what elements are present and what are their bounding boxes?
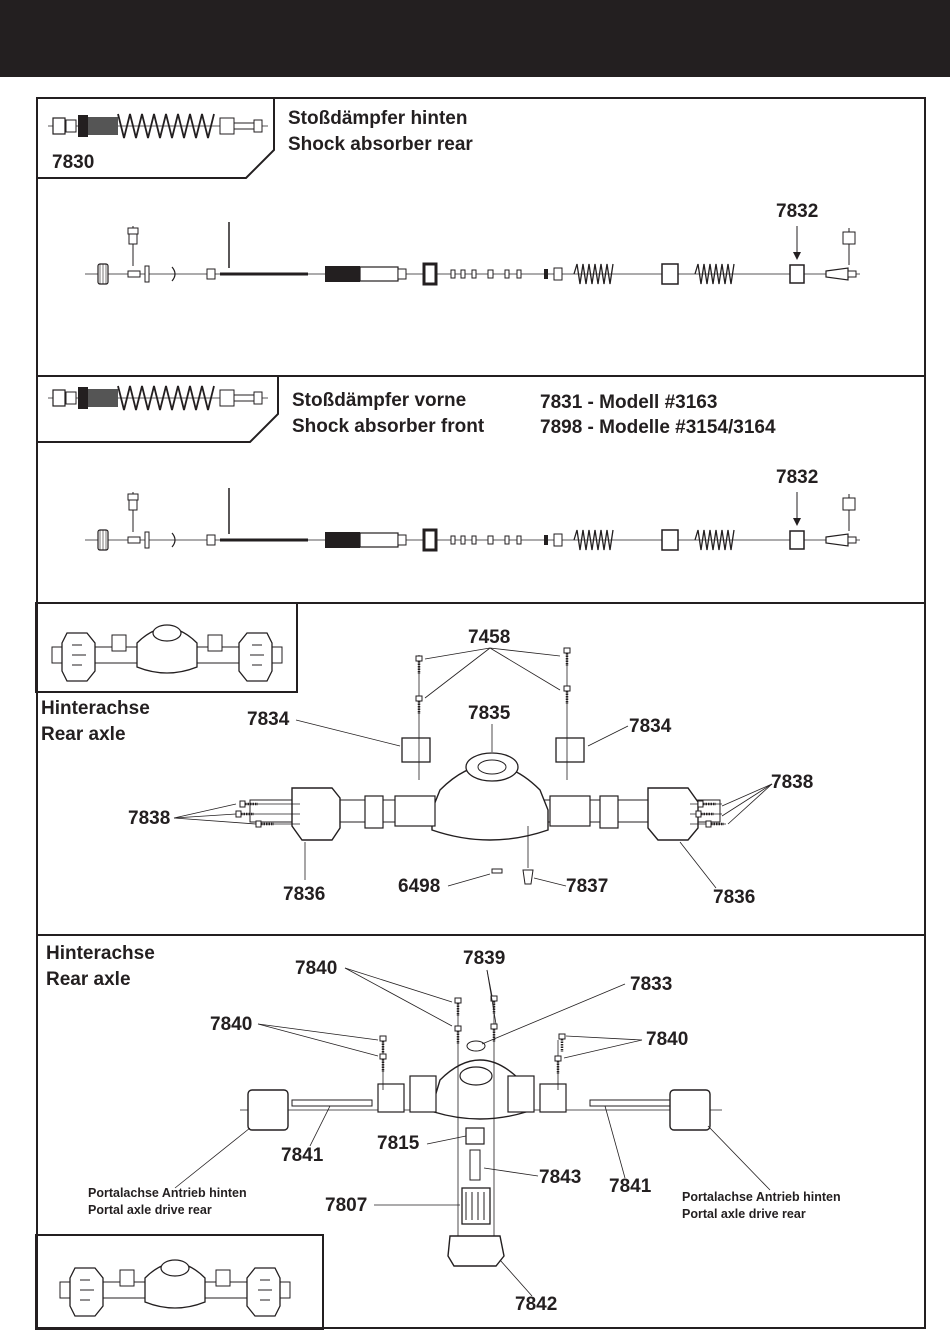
callout-7836-right: 7836 [713,887,756,908]
callout-7839: 7839 [463,948,506,969]
rear-axle-exploded-2 [240,994,722,1267]
callout-7843: 7843 [539,1167,582,1188]
callout-7836-left: 7836 [283,884,326,905]
shock-front-exploded [85,530,860,550]
shock-front-title-en: Shock absorber front [292,416,485,437]
portal-right-de: Portalachse Antrieb hinten [682,1190,841,1204]
callout-7835: 7835 [468,703,511,724]
rear-axle-thumbnail-2 [59,1259,291,1317]
shock-rear-title-en: Shock absorber rear [288,134,473,155]
header-bar [0,0,950,77]
leader-lines-2 [174,967,771,1297]
callout-shock-front: 7832 [776,467,819,488]
callout-7840-right: 7840 [646,1029,689,1050]
portal-left-en: Portal axle drive rear [88,1203,212,1217]
callout-7815: 7815 [377,1133,420,1154]
callout-7841-left: 7841 [281,1145,324,1166]
callout-7842: 7842 [515,1294,558,1315]
callout-7834-right: 7834 [629,716,672,737]
callout-7841-right: 7841 [609,1176,652,1197]
callout-7840-left: 7840 [210,1014,253,1035]
portal-left-de: Portalachse Antrieb hinten [88,1186,247,1200]
rear-axle-2-title-de: Hinterachse [46,943,155,964]
shock-rear-thumbnail [47,113,269,139]
rear-axle-2-title-en: Rear axle [46,969,131,990]
callout-7837: 7837 [566,876,609,897]
page-frame [36,97,926,1329]
shock-rear-title-de: Stoßdämpfer hinten [288,108,468,129]
callout-7807: 7807 [325,1195,368,1216]
part-no-shock-rear: 7830 [52,152,95,173]
rear-axle-1-title-de: Hinterachse [41,698,150,719]
rear-axle-exploded-1 [234,646,726,885]
shock-rear-exploded [85,264,860,284]
callout-7838-left: 7838 [128,808,171,829]
callout-7838-right: 7838 [771,772,814,793]
callout-6498: 6498 [398,876,441,897]
rear-axle-thumbnail-1 [51,624,283,682]
callout-7840-top: 7840 [295,958,338,979]
callout-shock-rear: 7832 [776,201,819,222]
callout-7833: 7833 [630,974,673,995]
callout-7834-left: 7834 [247,709,290,730]
callout-7458: 7458 [468,627,511,648]
shock-front-model-2: 7898 - Modelle #3154/3164 [540,417,776,438]
rear-axle-1-title-en: Rear axle [41,724,126,745]
shock-front-model-1: 7831 - Modell #3163 [540,392,718,413]
shock-front-thumbnail [47,385,269,411]
shock-front-title-de: Stoßdämpfer vorne [292,390,467,411]
portal-right-en: Portal axle drive rear [682,1207,806,1221]
leader-lines-1 [173,647,773,889]
